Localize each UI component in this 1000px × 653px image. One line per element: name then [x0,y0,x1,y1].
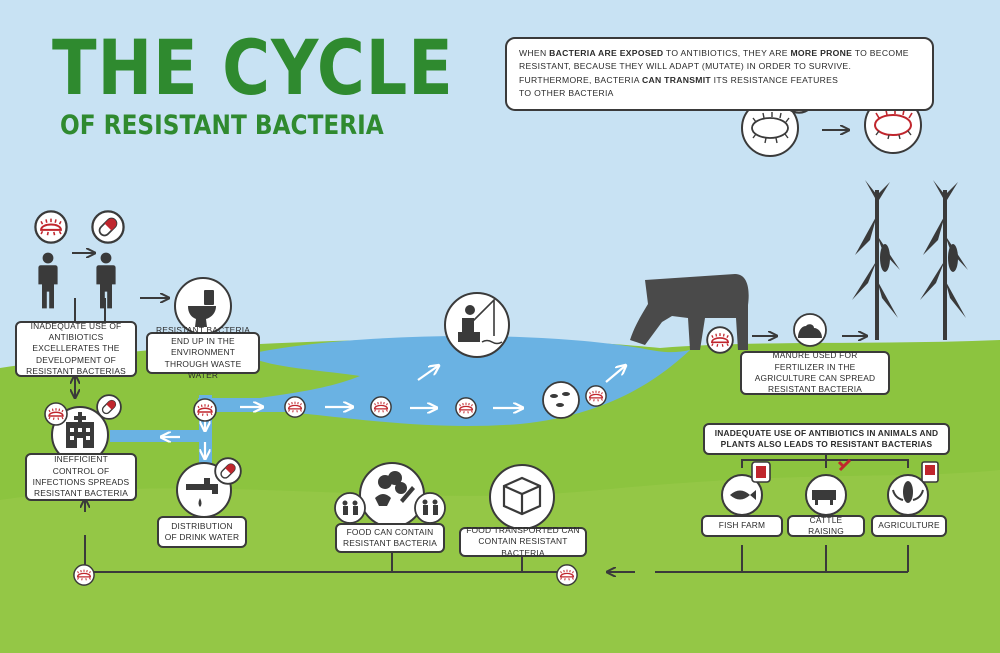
info-note: WHEN BACTERIA ARE EXPOSED TO ANTIBIOTICS… [505,37,934,111]
label-food-contain: FOOD CAN CONTAIN RESISTANT BACTERIA [335,523,445,553]
label-agriculture: AGRICULTURE [871,515,947,537]
label-food-transported: FOOD TRANSPORTED CAN CONTAIN RESISTANT B… [459,525,587,558]
label-drink-water: DISTRIBUTION OF DRINK WATER [157,516,247,548]
note-highlight-exposed: BACTERIA ARE EXPOSED [549,48,664,58]
label-cattle-raising: CATTLE RAISING [787,515,865,537]
note-text-3: TO BECOME RESISTANT, BECAUSE THEY WILL A… [519,48,909,85]
note-highlight-transmit: CAN TRANSMIT [641,74,711,85]
label-animals-plants: INADEQUATE USE OF ANTIBIOTICS IN ANIMALS… [703,423,950,455]
page-title: THE CYCLE [52,23,454,112]
label-waste-water: RESISTANT BACTERIA END UP IN THE ENVIRON… [146,325,260,380]
note-text-4: ITS RESISTANCE FEATURES [710,74,839,85]
label-manure: MANURE USED FOR FERTILIZER IN THE AGRICU… [740,350,890,395]
note-text-1: WHEN [519,48,550,58]
note-text-5: TO OTHER BACTERIA [519,87,614,98]
page-subtitle: OF RESISTANT BACTERIA [60,110,384,141]
note-text-2: TO ANTIBIOTICS, THEY ARE [663,48,791,58]
label-fish-farm: FISH FARM [701,515,783,537]
label-inadequate-use: INADEQUATE USE OF ANTIBIOTICS EXCELLERAT… [15,321,137,377]
label-infection-control: INEFFICIENT CONTROL OF INFECTIONS SPREAD… [25,453,137,501]
note-highlight-prone: MORE PRONE [790,48,853,58]
